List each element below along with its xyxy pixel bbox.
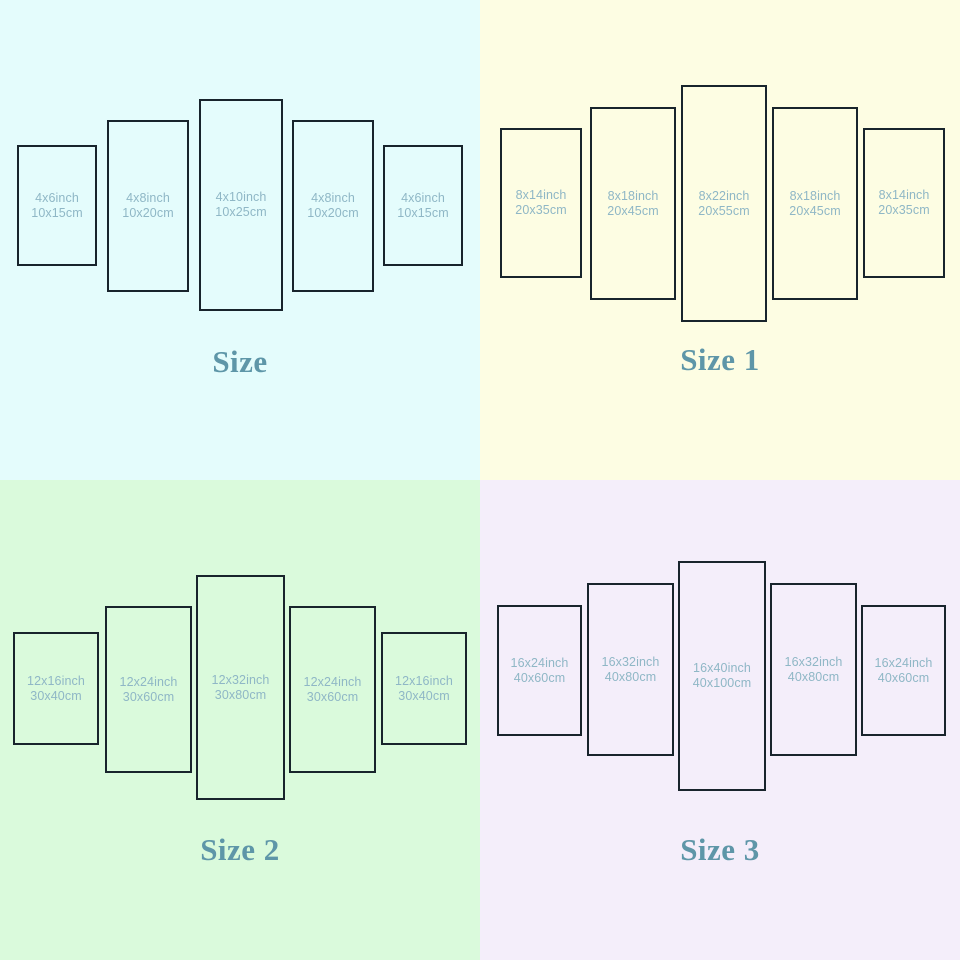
panel-dimension-cm: 20x45cm	[789, 203, 841, 218]
panel-dimension-cm: 10x15cm	[31, 205, 83, 220]
panel-dimension-cm: 40x60cm	[877, 670, 930, 685]
panel-dimension-inch: 4x8inch	[311, 191, 355, 206]
size-option-title: Size 1	[680, 342, 760, 377]
panel-dimension-cm: 20x45cm	[607, 203, 659, 218]
panel-dimension-cm: 40x100cm	[692, 676, 752, 690]
panel-dimension-cm: 10x20cm	[122, 206, 174, 220]
panel-dimension-inch: 8x14inch	[515, 188, 567, 203]
panel-dimension-cm: 40x80cm	[787, 669, 840, 684]
panel-dimension-inch: 16x32inch	[601, 654, 660, 669]
size-option-title: Size 3	[680, 832, 760, 867]
panel-dimension-cm: 30x40cm	[398, 688, 450, 703]
panel-dimension-inch: 12x24inch	[303, 674, 362, 689]
panel-dimension-inch: 8x18inch	[607, 188, 659, 203]
panel-dimension-cm: 40x80cm	[604, 669, 657, 684]
panel-dimension-inch: 12x24inch	[119, 674, 178, 689]
panel-dimension-inch: 12x16inch	[395, 673, 453, 688]
panel-dimension-inch: 4x6inch	[35, 190, 79, 205]
panel-dimension-cm: 20x35cm	[515, 203, 567, 217]
panel-dimension-inch: 4x8inch	[126, 191, 170, 206]
panel-dimension-inch: 8x14inch	[878, 188, 930, 203]
panel-dimension-inch: 12x32inch	[211, 672, 270, 687]
panel-dimension-cm: 30x80cm	[214, 687, 267, 702]
panel-dimension-inch: 4x10inch	[215, 190, 267, 205]
size-option-title: Size 2	[200, 832, 280, 867]
panel-dimension-inch: 16x32inch	[784, 654, 843, 669]
panel-dimension-cm: 30x60cm	[306, 689, 359, 704]
size-option-title: Size	[212, 344, 268, 379]
panel-dimension-cm: 20x35cm	[878, 203, 930, 217]
panel-dimension-cm: 30x60cm	[122, 689, 175, 704]
panel-dimension-inch: 16x24inch	[874, 655, 933, 670]
panel-dimension-inch: 16x24inch	[510, 655, 569, 670]
panel-dimension-inch: 4x6inch	[401, 190, 445, 205]
panel-dimension-inch: 8x18inch	[789, 188, 841, 203]
panel-dimension-cm: 10x25cm	[215, 205, 267, 219]
panel-dimension-cm: 30x40cm	[30, 688, 82, 703]
panel-dimension-inch: 8x22inch	[698, 188, 750, 203]
panel-dimension-cm: 20x55cm	[698, 203, 750, 218]
panel-dimension-cm: 10x15cm	[397, 205, 449, 220]
panel-dimension-cm: 40x60cm	[513, 670, 566, 685]
panel-dimension-cm: 10x20cm	[307, 206, 359, 220]
panel-dimension-inch: 12x16inch	[27, 673, 85, 688]
panel-dimension-inch: 16x40inch	[693, 661, 751, 676]
